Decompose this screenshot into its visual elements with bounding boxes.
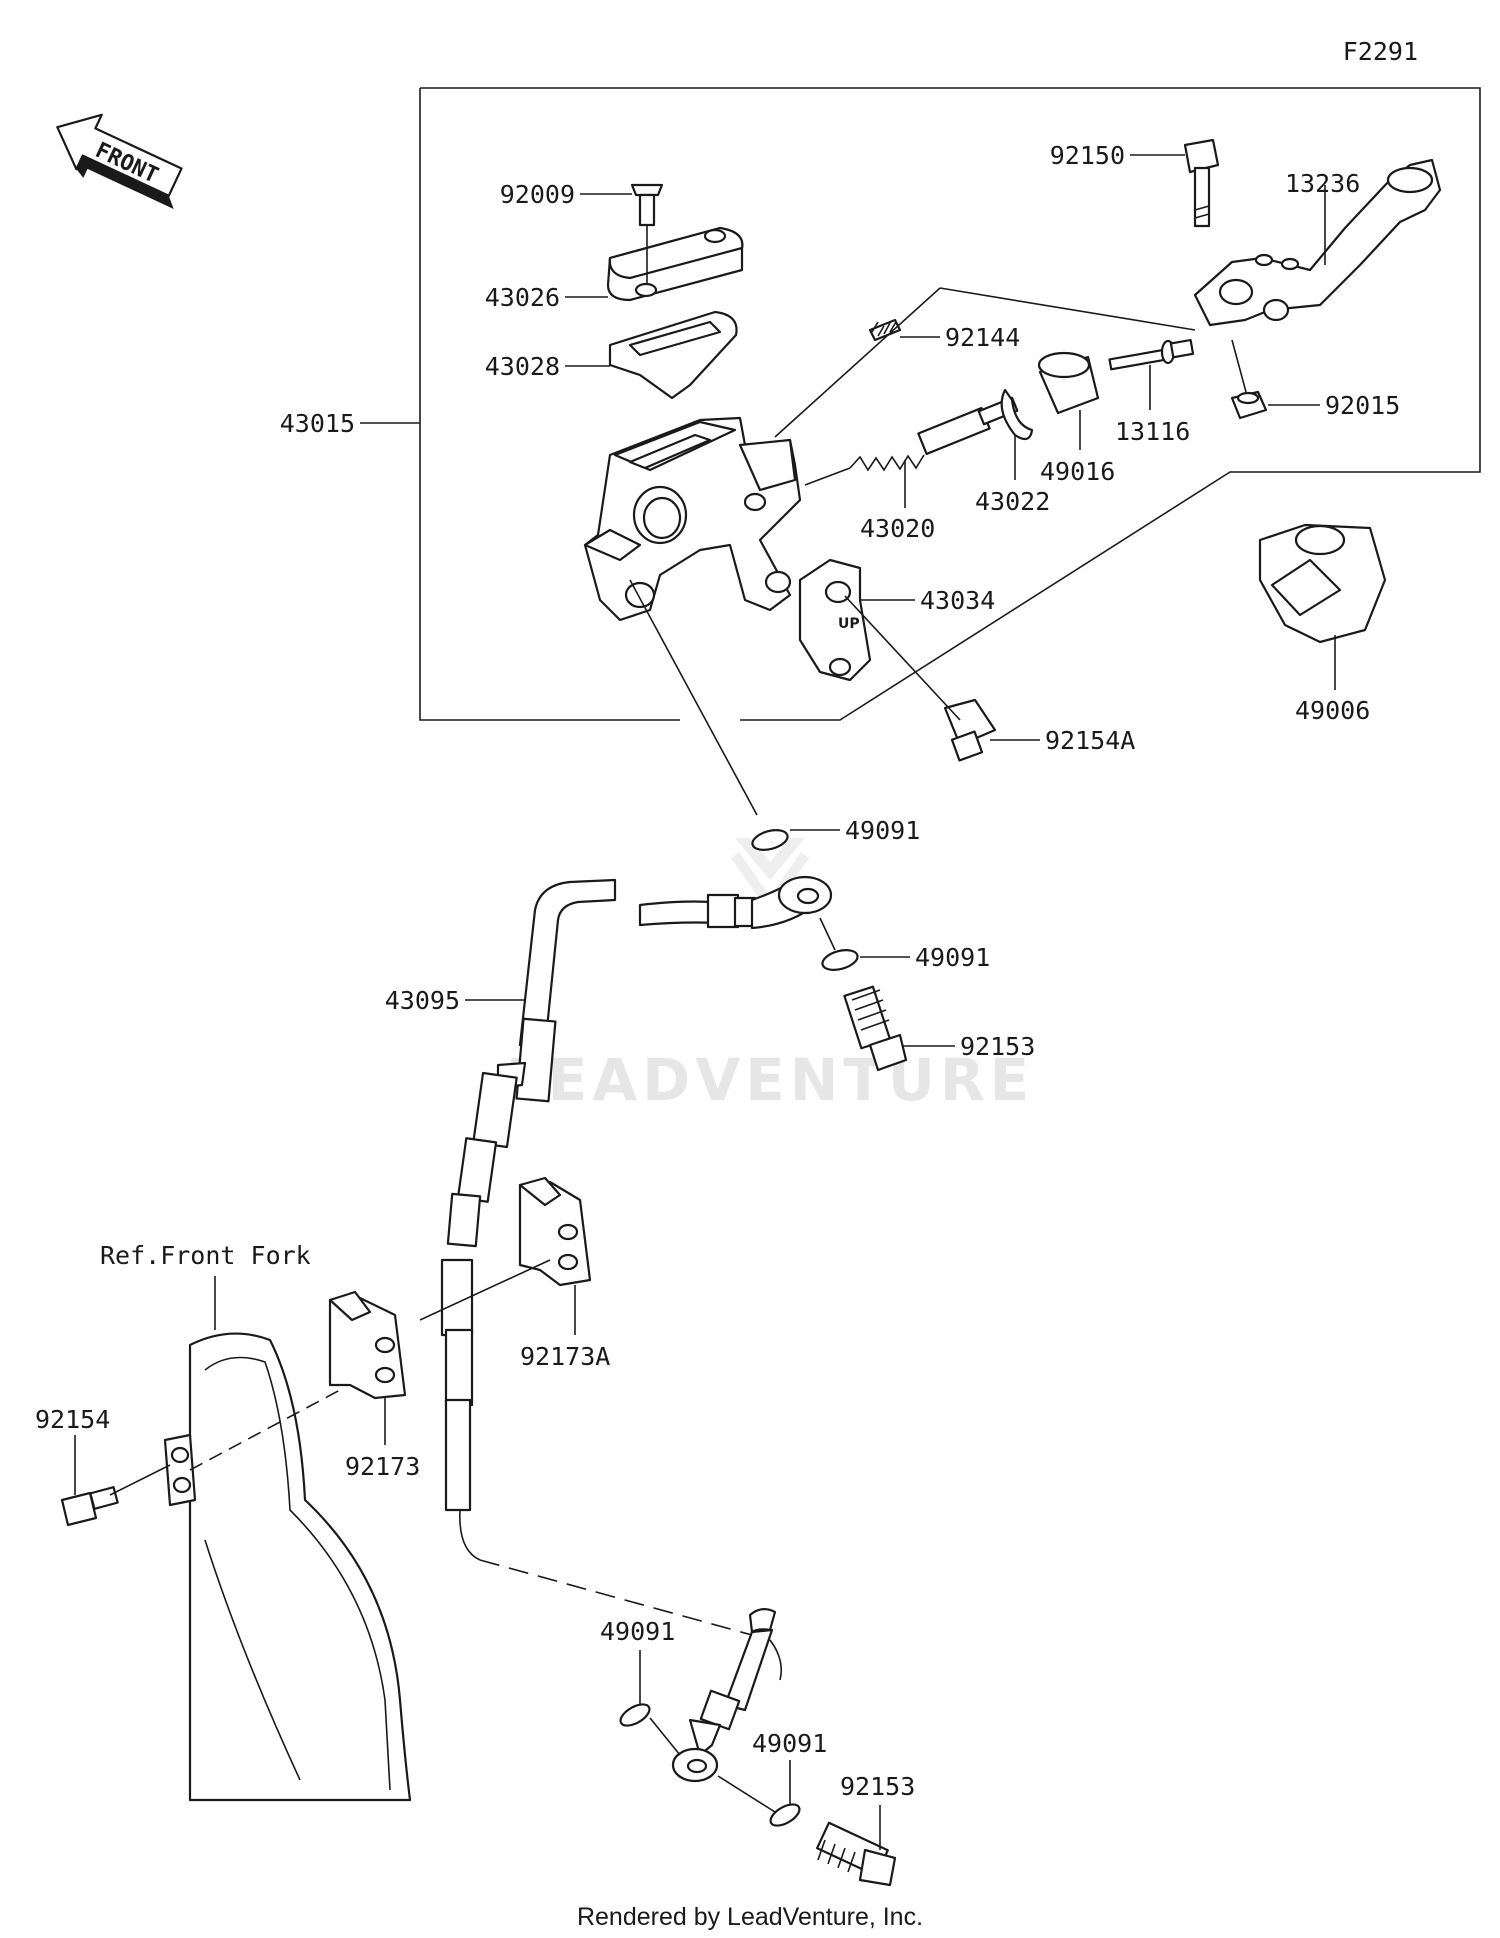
label-13236: 13236 — [1285, 169, 1360, 198]
brake-lever-13236 — [1193, 158, 1442, 327]
assembly-outline — [419, 87, 1481, 721]
label-43022: 43022 — [975, 487, 1050, 516]
banjo-bolt-92153-2 — [815, 1821, 897, 1887]
label-92015: 92015 — [1325, 391, 1400, 420]
washer-49091-1 — [751, 829, 789, 851]
boot-49016 — [1037, 351, 1100, 415]
watermark: LEADVENTURE — [506, 838, 1035, 1114]
watermark-text: LEADVENTURE — [506, 1046, 1035, 1114]
label-92144: 92144 — [945, 323, 1020, 352]
ref-front-fork-label: Ref.Front Fork — [100, 1241, 311, 1270]
label-43020: 43020 — [860, 514, 935, 543]
front-arrow-icon: FRONT — [56, 113, 183, 210]
label-92173: 92173 — [345, 1452, 420, 1481]
label-92150: 92150 — [1050, 141, 1125, 170]
label-92009: 92009 — [500, 180, 575, 209]
label-13116: 13116 — [1115, 417, 1190, 446]
brake-hose-43095 — [440, 878, 783, 1681]
spring-92144 — [868, 318, 902, 342]
brake-hose-lower-fitting — [671, 1608, 777, 1783]
bolt-92154 — [60, 1486, 119, 1527]
master-cylinder-body-43015 — [583, 416, 802, 622]
front-fork-guard — [163, 1332, 412, 1802]
label-49091-3: 49091 — [600, 1617, 675, 1646]
washer-49091-2 — [821, 949, 859, 971]
label-92153-2: 92153 — [840, 1772, 915, 1801]
diaphragm-43028 — [608, 310, 738, 400]
label-43095: 43095 — [385, 986, 460, 1015]
bracket-92173 — [328, 1290, 407, 1400]
bolt-92154A — [943, 698, 997, 762]
washer-49091-4 — [769, 1803, 801, 1827]
brake-hose-upper-fitting — [638, 875, 833, 930]
label-49016: 49016 — [1040, 457, 1115, 486]
nut-92015 — [1230, 390, 1268, 420]
label-49006: 49006 — [1295, 696, 1370, 725]
bolt-92150 — [1183, 138, 1220, 228]
reservoir-cap-43026 — [606, 225, 744, 302]
label-49091-2: 49091 — [915, 943, 990, 972]
label-92173A: 92173A — [520, 1342, 610, 1371]
label-92153-1: 92153 — [960, 1032, 1035, 1061]
cover-49006 — [1258, 523, 1387, 644]
label-43026: 43026 — [485, 283, 560, 312]
screw-92009 — [630, 183, 664, 227]
label-92154A: 92154A — [1045, 726, 1135, 755]
label-92154: 92154 — [35, 1405, 110, 1434]
pushrod-13116 — [1108, 338, 1195, 371]
washer-49091-3 — [619, 1703, 651, 1727]
label-43015: 43015 — [280, 409, 355, 438]
piston-43020 — [849, 396, 1019, 472]
banjo-bolt-92153-1 — [843, 985, 908, 1072]
svg-text:UP: UP — [838, 616, 860, 632]
clamp-43034: UP — [798, 558, 872, 682]
circlip-43022 — [1000, 388, 1034, 441]
bracket-92173A — [518, 1176, 592, 1287]
label-43028: 43028 — [485, 352, 560, 381]
diagram-id: F2291 — [1343, 37, 1418, 66]
label-43034: 43034 — [920, 586, 995, 615]
footer-credit: Rendered by LeadVenture, Inc. — [577, 1903, 923, 1931]
label-49091-4: 49091 — [752, 1729, 827, 1758]
label-49091-1: 49091 — [845, 816, 920, 845]
